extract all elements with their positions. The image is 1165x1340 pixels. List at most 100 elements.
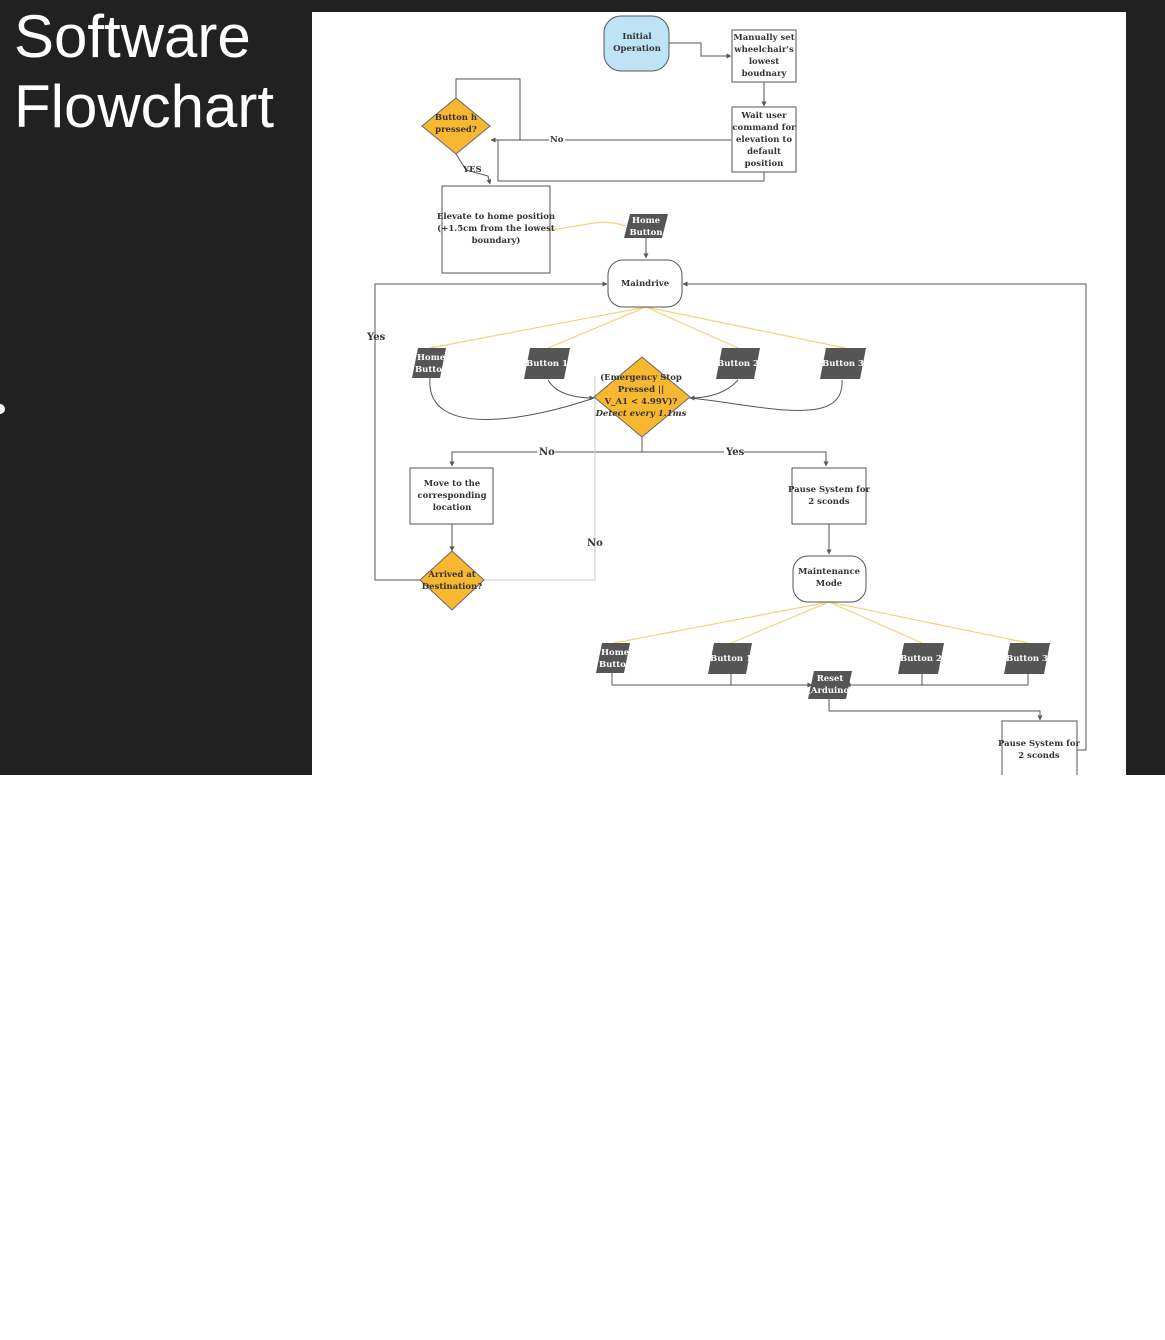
initial-operation-line-1: Initial [622,32,652,42]
edge-pause2-to-maindrive [682,281,1087,751]
button-h-line-2: pressed? [435,125,477,135]
flowchart-diagram: Initial Operation Manually set wheelchai… [366,15,1087,775]
home-button-top-line-2: Button [629,228,662,238]
connector-maint-b2 [828,601,923,644]
maint-button-1-label: Button 1 [710,654,752,664]
maintenance-line-1: Maintenance [798,567,861,577]
manually-set-line-4: boudnary [742,69,788,79]
reset-node: Reset (Arduino) [807,671,853,699]
connector-maint-home [613,601,830,644]
connector-maint-b3 [828,601,1029,644]
edge-label-no-arrived: No [587,538,603,549]
button-h-line-1: Button h [435,113,477,123]
edge-b2-curve [689,379,739,401]
title-line-2: Flowchart [14,73,275,140]
connector-maindrive-b2 [645,306,739,349]
edge-reset-to-pause2 [828,699,1043,721]
edge-maint-right-bus [845,674,1029,688]
emergency-decision: (Emergency Stop Pressed || V_A1 < 4.99V)… [593,356,691,438]
emergency-line-4: Detect every 1.1ms [595,409,687,419]
move-location-line-1: Move to the [424,479,481,489]
manually-set-line-3: lowest [749,57,779,67]
maintenance-mode-node: Maintenance Mode [792,555,867,603]
elevate-home-line-1: Elevate to home position [437,212,555,222]
slide-title: Software Flowchart [14,2,304,142]
drive-button-3-label: Button 3 [822,359,864,369]
elevate-home-line-3: boundary) [472,235,521,246]
move-location-node: Move to the corresponding location [409,467,494,525]
move-location-line-2: corresponding [417,491,486,501]
edge-yes-loop-to-maindrive [374,281,608,581]
manually-set-node: Manually set wheelchair's lowest boudnar… [731,29,797,83]
connector-elevate-home [549,221,627,231]
manually-set-line-2: wheelchair's [733,45,794,55]
edge-label-no-emergency: No [539,447,555,458]
maindrive-node: Maindrive [607,259,683,308]
slide: Software Flowchart [0,0,1165,775]
pause-1-line-2: 2 sconds [808,497,850,507]
maint-home-button-node: Home Button [596,643,632,673]
connector-maindrive-home [429,306,647,349]
maindrive-label: Maindrive [621,279,670,289]
wait-user-node: Wait user command for elevation to defau… [731,106,797,173]
drive-button-3-node: Button 3 [820,348,866,379]
pause-system-1-node: Pause System for 2 sconds [788,467,870,525]
edge-b3-curve [689,379,843,411]
home-button-top-line-1: Home [632,216,661,226]
wait-user-line-5: position [745,159,784,169]
wait-user-line-2: command for [732,123,796,133]
emergency-line-1: (Emergency Stop [600,372,682,383]
edge-b1-curve [547,379,595,401]
edge-button-h-yes-loop [455,78,521,140]
connector-maindrive-b1 [547,306,647,349]
maint-button-1-node: Button 1 [708,643,752,674]
edge-home-curve [429,377,595,420]
drive-button-1-node: Button 1 [524,348,570,379]
maint-button-3-node: Button 3 [1004,643,1050,674]
maint-home-button-line-1: Home [601,648,630,658]
drive-button-1-label: Button 1 [526,359,568,369]
drive-button-2-label: Button 2 [717,359,759,369]
edge-initial-to-manual [669,42,732,59]
arrived-decision: Arrived at Destination? [419,550,485,611]
home-button-top-node: Home Button [624,214,668,238]
flowchart-panel: Initial Operation Manually set wheelchai… [312,12,1126,775]
connector-maindrive-b3 [645,306,846,349]
emergency-line-3: V_A1 < 4.99V)? [604,396,678,407]
edge-maint-buttons-bus [611,673,813,688]
edge-emergency-yes [642,451,829,467]
edge-button-h-yes-to-elevate [455,153,492,185]
maint-home-button-line-2: Button [599,660,632,670]
maint-button-2-node: Button 2 [898,643,944,674]
pause-1-line-1: Pause System for [788,485,870,495]
edge-arrived-no-loop [484,376,596,581]
drive-home-button-line-1: Home [417,353,446,363]
drive-button-2-node: Button 2 [716,348,760,379]
edge-labels: No YES Yes No Yes No [366,133,745,549]
reset-line-1: Reset [817,674,844,684]
edge-label-yes-loop: Yes [366,332,386,343]
drive-home-button-line-2: Button [415,365,448,375]
elevate-home-line-2: (+1.5cm from the lowest [437,223,555,234]
elevate-home-node: Elevate to home position (+1.5cm from th… [437,185,555,274]
maint-button-2-label: Button 2 [900,654,942,664]
wait-user-line-1: Wait user [740,111,787,121]
initial-operation-node: Initial Operation [603,15,670,72]
edge-label-yes-h: YES [462,165,482,175]
slide-edge-marker [0,404,5,414]
button-h-decision: Button h pressed? [421,97,491,155]
connector-maint-b1 [730,601,830,644]
arrived-line-1: Arrived at [427,570,476,580]
manually-set-line-1: Manually set [733,33,794,43]
move-location-line-3: location [433,503,472,513]
initial-operation-line-2: Operation [613,44,661,54]
wait-user-line-4: default [747,147,781,157]
pause-2-line-1: Pause System for [998,739,1080,749]
edge-label-no-h: No [550,135,564,145]
edge-wait-to-button-h-loop [497,140,765,182]
wait-user-line-3: elevation to [736,135,792,145]
reset-line-2: (Arduino) [807,685,853,696]
pause-2-line-2: 2 sconds [1018,751,1060,761]
drive-home-button-node: Home Button [412,348,448,378]
maintenance-line-2: Mode [816,579,843,589]
